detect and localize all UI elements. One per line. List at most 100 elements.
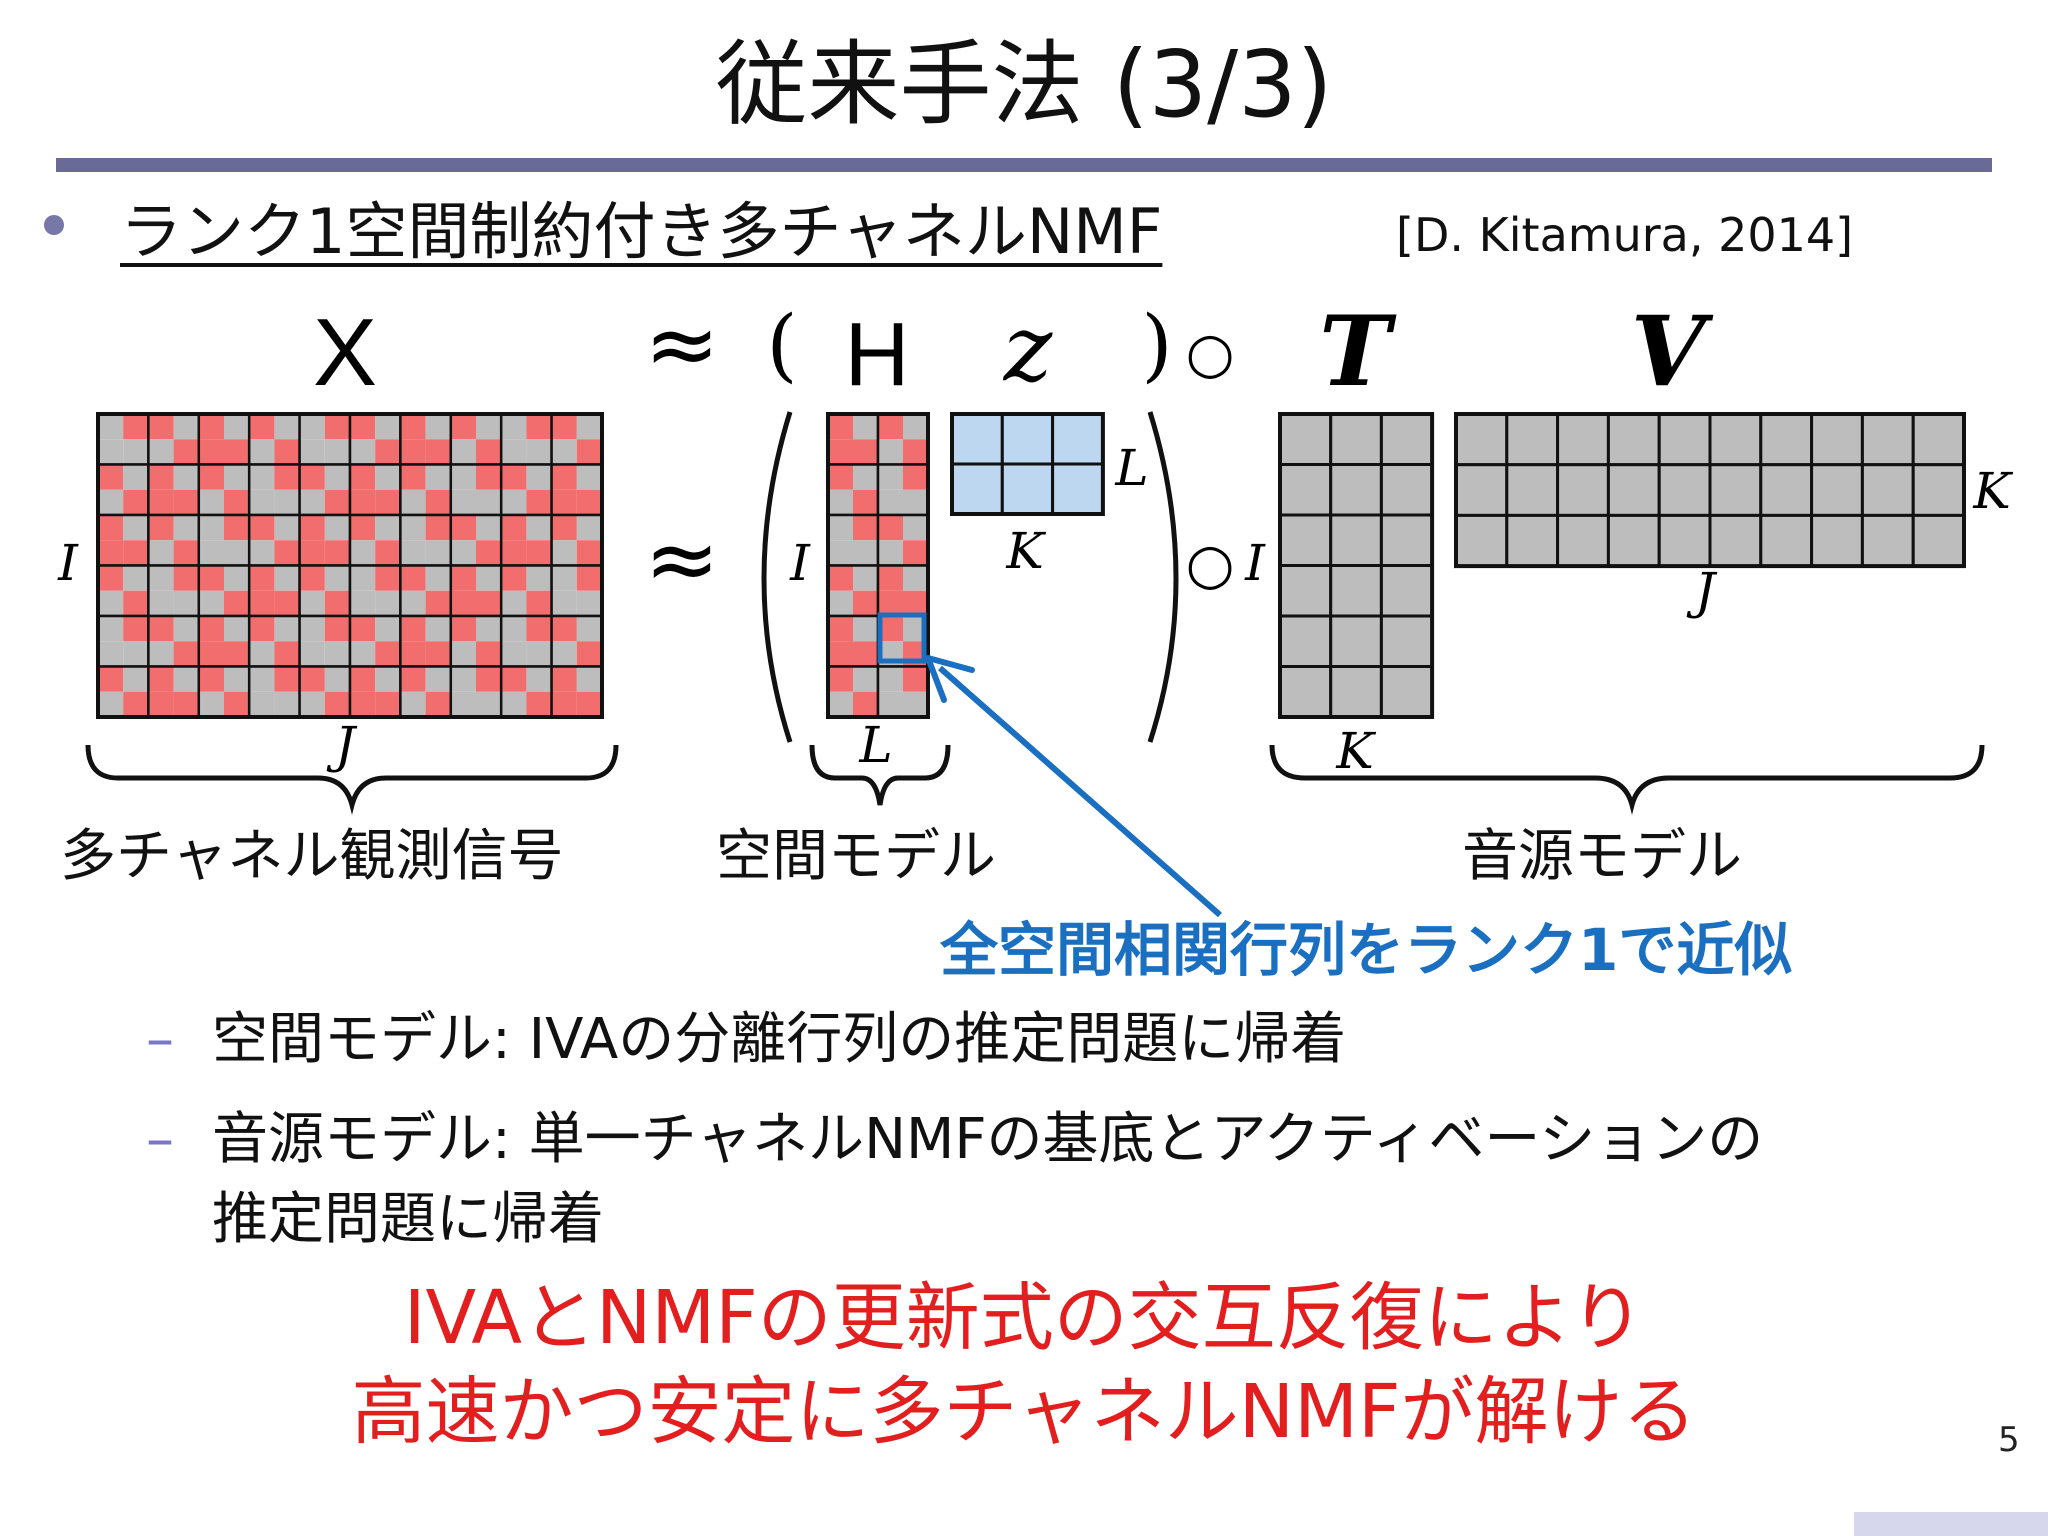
matrix-subcell — [576, 565, 602, 591]
matrix-cell — [1329, 463, 1383, 517]
matrix-border — [1454, 412, 1966, 569]
brace-source — [1269, 744, 1985, 815]
matrix-subcell — [148, 565, 174, 591]
matrix-subcell — [903, 414, 928, 440]
matrix-subcell — [173, 691, 199, 717]
matrix-subcell — [828, 464, 853, 490]
matrix-subcell — [198, 691, 224, 717]
caption-spatial-model: 空間モデル — [716, 824, 996, 889]
matrix-subcell — [324, 414, 350, 440]
matrix-cell — [1329, 412, 1383, 466]
matrix-subcell — [526, 464, 552, 490]
approx-symbol-middle: ≈ — [644, 507, 719, 612]
matrix-subcell — [224, 666, 250, 692]
matrix-subcell — [476, 641, 502, 667]
matrix-subcell — [148, 489, 174, 515]
matrix-subcell — [299, 515, 325, 541]
matrix-subcell — [853, 464, 878, 490]
matrix-subcell — [551, 590, 577, 616]
subbullet-source-line1: 音源モデル: 単一チャネルNMFの基底とアクティベーションの — [212, 1107, 1764, 1172]
matrix-subcell — [526, 691, 552, 717]
matrix-subcell — [526, 414, 552, 440]
dim-v-rows: K — [1972, 462, 2013, 520]
matrix-subcell — [576, 439, 602, 465]
matrix-cell — [1759, 513, 1814, 568]
matrix-subcell — [224, 439, 250, 465]
matrix-subcell — [400, 565, 426, 591]
matrix-subcell — [123, 641, 149, 667]
matrix-subcell — [148, 540, 174, 566]
matrix-cell — [1051, 412, 1105, 466]
subbullet-dash-icon: – — [146, 1007, 174, 1072]
matrix-cell — [1278, 463, 1333, 517]
matrix-subcell — [551, 515, 577, 541]
matrix-subcell — [878, 691, 903, 717]
matrix-subcell — [98, 414, 124, 440]
matrix-subcell — [878, 540, 903, 566]
matrix-subcell — [123, 464, 149, 490]
matrix-subcell — [274, 439, 300, 465]
subbullet-spatial: 空間モデル: IVAの分離行列の推定問題に帰着 — [212, 1007, 1347, 1072]
dim-t-cols: K — [1335, 722, 1376, 780]
matrix-subcell — [274, 540, 300, 566]
matrix-t-grid — [1278, 412, 1435, 719]
matrix-subcell — [476, 439, 502, 465]
matrix-subcell — [903, 489, 928, 515]
matrix-subcell — [526, 439, 552, 465]
matrix-subcell — [501, 439, 527, 465]
matrix-subcell — [324, 540, 350, 566]
matrix-subcell — [576, 464, 602, 490]
matrix-subcell — [299, 439, 325, 465]
matrix-subcell — [501, 616, 527, 642]
matrix-subcell — [576, 414, 602, 440]
matrix-cell — [1810, 513, 1864, 568]
matrix-subcell — [576, 666, 602, 692]
matrix-subcell — [828, 590, 853, 616]
matrix-subcell — [123, 515, 149, 541]
matrix-subcell — [299, 641, 325, 667]
matrix-cell — [1379, 665, 1434, 719]
matrix-subcell — [224, 489, 250, 515]
matrix-subcell — [450, 590, 476, 616]
matrix-subcell — [878, 464, 903, 490]
matrix-subcell — [350, 464, 376, 490]
corner-decoration — [1854, 1512, 2048, 1536]
matrix-subcell — [324, 515, 350, 541]
matrix-subcell — [400, 590, 426, 616]
matrix-subcell — [123, 439, 149, 465]
matrix-subcell — [828, 489, 853, 515]
matrix-subcell — [450, 540, 476, 566]
matrix-subcell — [350, 515, 376, 541]
matrix-subcell — [249, 515, 275, 541]
matrix-cell — [1606, 463, 1661, 517]
matrix-subcell — [400, 439, 426, 465]
matrix-subcell — [501, 691, 527, 717]
matrix-subcell — [98, 489, 124, 515]
matrix-subcell — [224, 616, 250, 642]
matrix-cell — [1759, 463, 1814, 517]
brace-spatial — [809, 744, 951, 806]
matrix-cell — [950, 462, 1004, 516]
matrix-subcell — [148, 464, 174, 490]
matrix-cell — [1657, 412, 1712, 467]
matrix-cell — [1911, 412, 1966, 467]
matrix-subcell — [350, 540, 376, 566]
matrix-subcell — [324, 590, 350, 616]
matrix-subcell — [903, 565, 928, 591]
matrix-subcell — [576, 515, 602, 541]
matrix-cell — [1000, 412, 1055, 466]
matrix-subcell — [123, 540, 149, 566]
matrix-subcell — [198, 489, 224, 515]
matrix-subcell — [148, 691, 174, 717]
matrix-subcell — [450, 414, 476, 440]
matrix-border — [950, 412, 1105, 516]
matrix-subcell — [450, 464, 476, 490]
symbol-t: T — [1319, 295, 1397, 408]
matrix-subcell — [198, 414, 224, 440]
matrix-subcell — [249, 691, 275, 717]
matrix-subcell — [224, 691, 250, 717]
matrix-subcell — [224, 414, 250, 440]
matrix-subcell — [551, 439, 577, 465]
matrix-subcell — [450, 515, 476, 541]
